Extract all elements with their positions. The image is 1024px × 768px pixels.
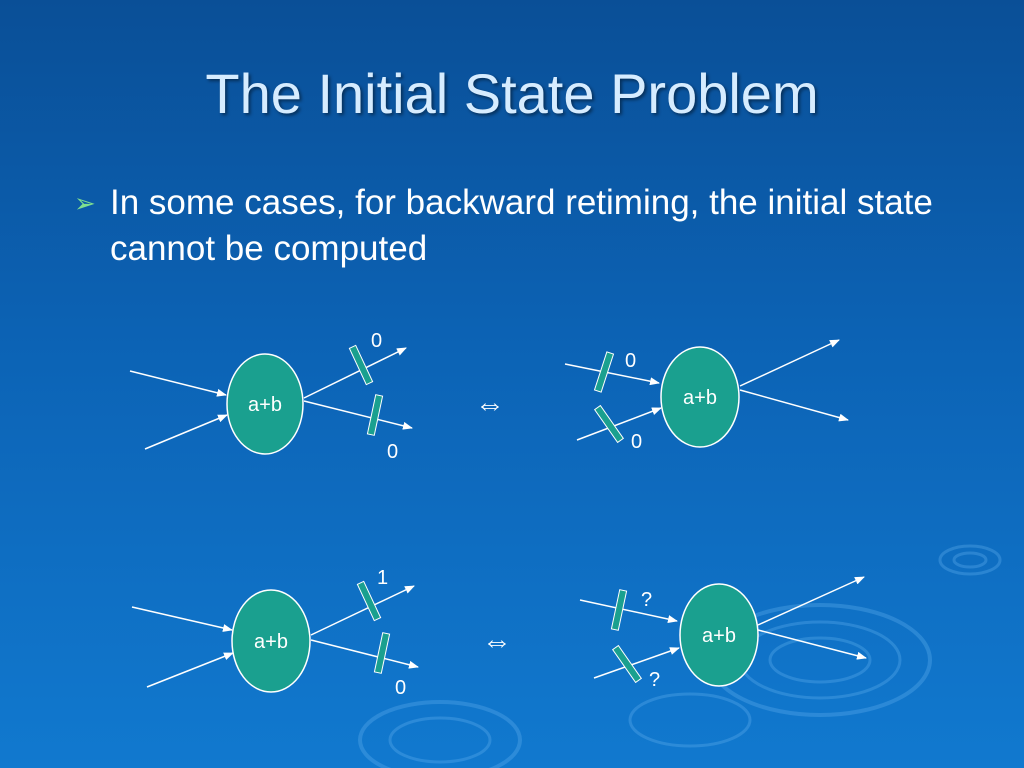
output-wire: [303, 400, 413, 430]
register-value: 0: [631, 431, 642, 453]
register: [611, 644, 643, 684]
output-wire: [310, 585, 415, 636]
slide-title: The Initial State Problem: [205, 62, 819, 125]
adder-node: [231, 589, 311, 693]
output-wire: [739, 389, 849, 422]
adder-node-label: a+b: [248, 394, 282, 416]
output-wire: [739, 339, 840, 387]
output-wire: [310, 639, 419, 669]
output-wire: [303, 347, 407, 399]
adder-node: [679, 583, 759, 687]
circuit-top-left: [129, 347, 413, 450]
input-wire: [131, 606, 233, 632]
register-value: ?: [641, 589, 652, 611]
register: [348, 344, 374, 386]
input-wire: [144, 414, 228, 450]
input-wire: [146, 652, 234, 688]
output-wire: [757, 576, 865, 626]
register: [593, 351, 615, 393]
adder-node-label: a+b: [683, 387, 717, 409]
circuit-top-right: [564, 339, 849, 441]
arrowhead-bullet-icon: ➢: [74, 188, 96, 218]
register: [373, 632, 391, 674]
circuit-bottom-right: [579, 576, 867, 679]
register: [593, 404, 625, 444]
output-wire: [757, 629, 867, 660]
register-value: 0: [371, 330, 382, 352]
adder-node: [226, 353, 304, 455]
input-wire: [579, 599, 678, 624]
register: [366, 394, 384, 436]
register-value: ?: [649, 669, 660, 691]
adder-node-label: a+b: [254, 631, 288, 653]
input-wire: [564, 363, 660, 386]
circuit-bottom-left: [131, 585, 419, 688]
adder-node-label: a+b: [702, 625, 736, 647]
bullet-text: In some cases, for backward retiming, th…: [110, 183, 933, 268]
input-wire: [576, 407, 662, 441]
adder-node: [660, 346, 740, 448]
register: [356, 580, 382, 622]
register-value: 1: [377, 567, 388, 589]
input-wire: [129, 370, 227, 397]
ripple-decoration: [358, 544, 1002, 768]
register: [610, 589, 628, 631]
double-arrow-icon: ⇔: [475, 388, 505, 421]
input-wire: [593, 647, 680, 679]
register-value: 0: [395, 677, 406, 699]
register-value: 0: [387, 441, 398, 463]
register-value: 0: [625, 350, 636, 372]
double-arrow-icon: ⇔: [482, 625, 512, 658]
